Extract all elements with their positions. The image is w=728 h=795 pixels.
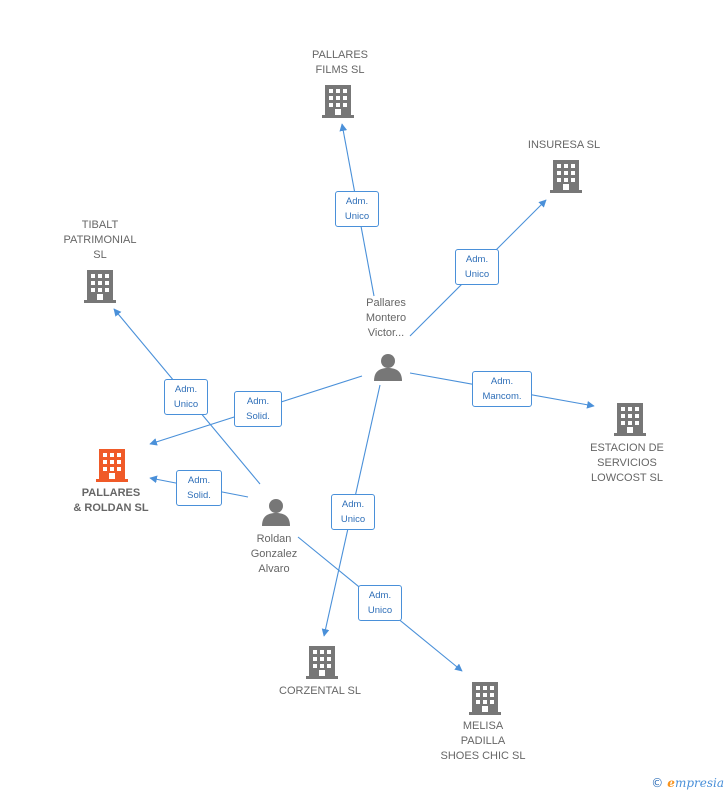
pallares-roldan-label[interactable]: PALLARES & ROLDAN SL: [73, 487, 149, 514]
melisa-label[interactable]: MELISA PADILLA SHOES CHIC SL: [440, 720, 526, 762]
brand-initial: e: [667, 776, 675, 790]
roldan-person-icon[interactable]: [262, 499, 290, 526]
tibalt-building-icon[interactable]: [84, 270, 116, 303]
pallares-roldan-building-icon[interactable]: [96, 449, 128, 482]
edge-label-victor-pallares-roldan: Adm. Solid.: [234, 391, 282, 427]
edge-label-victor-estacion: Adm. Mancom.: [472, 371, 532, 407]
edge-label-roldan-tibalt: Adm. Unico: [164, 379, 208, 415]
insuresa-label[interactable]: INSURESA SL: [527, 139, 601, 151]
edge-label-victor-corzental: Adm. Unico: [331, 494, 375, 530]
melisa-building-icon[interactable]: [469, 682, 501, 715]
edge-label-roldan-pallares-roldan: Adm. Solid.: [176, 470, 222, 506]
pallares-films-label[interactable]: PALLARES FILMS SL: [311, 49, 369, 76]
insuresa-building-icon[interactable]: [550, 160, 582, 193]
corzental-label[interactable]: CORZENTAL SL: [279, 685, 361, 697]
pallares-films-building-icon[interactable]: [322, 85, 354, 118]
pallares-victor-person-icon[interactable]: [374, 354, 402, 381]
brand-name: mpresia: [674, 776, 724, 790]
copyright-icon: ©: [651, 776, 664, 790]
estacion-label[interactable]: ESTACION DE SERVICIOS LOWCOST SL: [590, 442, 664, 484]
pallares-victor-label[interactable]: Pallares Montero Victor...: [365, 297, 407, 339]
tibalt-label[interactable]: TIBALT PATRIMONIAL SL: [63, 219, 137, 261]
edge-label-victor-insuresa: Adm. Unico: [455, 249, 499, 285]
roldan-label[interactable]: Roldan Gonzalez Alvaro: [250, 533, 298, 575]
corzental-building-icon[interactable]: [306, 646, 338, 679]
estacion-building-icon[interactable]: [614, 403, 646, 436]
edge-label-victor-films: Adm. Unico: [335, 191, 379, 227]
empresia-credit[interactable]: ©empresia: [651, 776, 724, 790]
edge-label-roldan-melisa: Adm. Unico: [358, 585, 402, 621]
